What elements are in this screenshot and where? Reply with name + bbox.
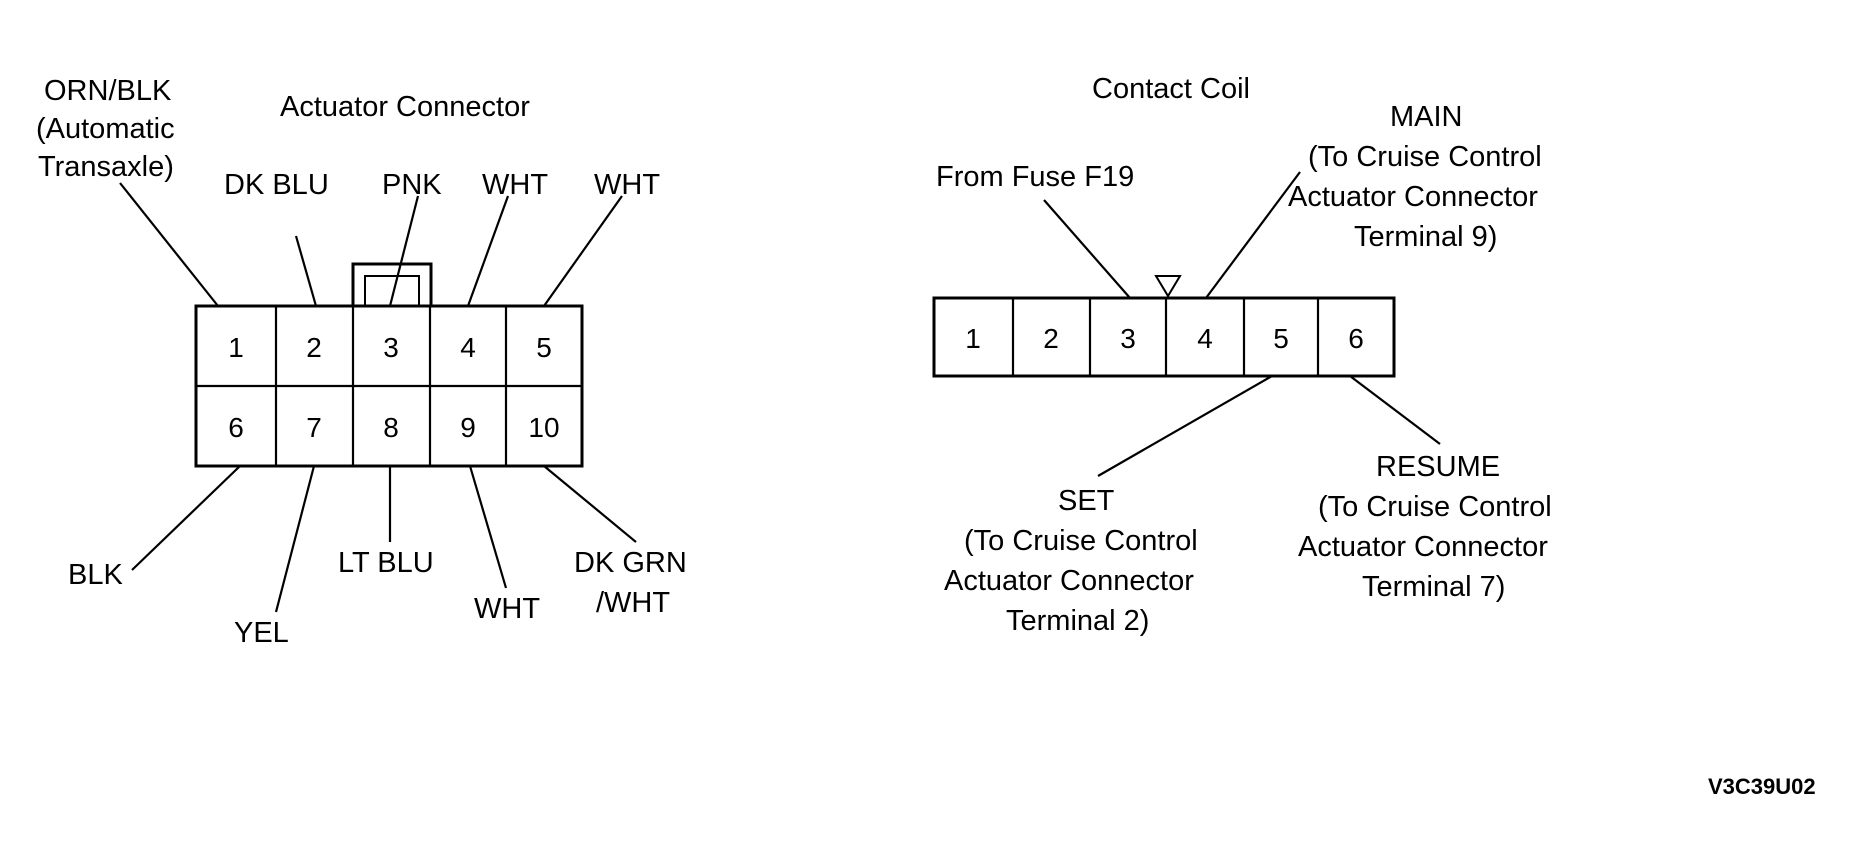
wire-label-t5: WHT — [594, 169, 660, 201]
coil-terminal-number: 2 — [1043, 323, 1059, 354]
set-label-line4: Terminal 2) — [1006, 605, 1149, 637]
coil-terminal-number: 5 — [1273, 323, 1289, 354]
main-label-line2: (To Cruise Control — [1308, 141, 1542, 173]
resume-label-line3: Actuator Connector — [1298, 531, 1548, 563]
wire-label-t10-line2: /WHT — [596, 587, 670, 619]
wire-label-t8: LT BLU — [338, 547, 434, 579]
actuator-terminal-number: 7 — [306, 412, 322, 443]
wire-label-t4: WHT — [482, 169, 548, 201]
actuator-terminal-number: 4 — [460, 332, 476, 363]
leader-line-t5 — [543, 195, 623, 307]
wire-label-t9: WHT — [474, 593, 540, 625]
resume-label-line1: RESUME — [1376, 451, 1500, 483]
leader-line-t6 — [131, 465, 241, 571]
figure-code: V3C39U02 — [1708, 774, 1816, 799]
actuator-terminal-number: 8 — [383, 412, 399, 443]
wire-label-t1-line2: (Automatic — [36, 113, 175, 145]
actuator-connector-title: Actuator Connector — [280, 91, 530, 123]
wire-label-t1-line1: ORN/BLK — [44, 75, 172, 107]
resume-label-line4: Terminal 7) — [1362, 571, 1505, 603]
wire-label-t7: YEL — [234, 617, 289, 649]
actuator-terminal-number: 5 — [536, 332, 552, 363]
actuator-connector: Actuator Connector 1 2 3 4 5 6 7 8 9 10 — [36, 75, 687, 649]
resume-label-line2: (To Cruise Control — [1318, 491, 1552, 523]
contact-coil-title: Contact Coil — [1092, 73, 1250, 105]
leader-line-t3 — [388, 195, 420, 307]
leader-line-from-fuse — [1043, 199, 1131, 299]
leader-line-set — [1097, 375, 1273, 477]
set-label-line2: (To Cruise Control — [964, 525, 1198, 557]
leader-line-main — [1205, 171, 1301, 299]
contact-coil-body — [932, 296, 1396, 378]
wire-label-t10-line1: DK GRN — [574, 547, 687, 579]
actuator-terminal-number: 2 — [306, 332, 322, 363]
actuator-terminal-number: 6 — [228, 412, 244, 443]
actuator-terminal-number: 1 — [228, 332, 244, 363]
wire-label-t3: PNK — [382, 169, 442, 201]
wire-label-t1-line3: Transaxle) — [38, 151, 174, 183]
leader-line-t7 — [274, 465, 316, 613]
wire-label-t6: BLK — [68, 559, 123, 591]
leader-line-t2 — [294, 235, 318, 307]
main-label-line4: Terminal 9) — [1354, 221, 1497, 253]
wire-label-t2: DK BLU — [224, 169, 329, 201]
coil-terminal-number: 4 — [1197, 323, 1213, 354]
main-label-line1: MAIN — [1390, 101, 1463, 133]
coil-terminal-number: 6 — [1348, 323, 1364, 354]
actuator-terminal-number: 10 — [528, 412, 559, 443]
orientation-marker-triangle — [1154, 275, 1182, 298]
set-label-line3: Actuator Connector — [944, 565, 1194, 597]
leader-line-t9 — [468, 465, 508, 589]
from-fuse-label: From Fuse F19 — [936, 161, 1134, 193]
leader-line-t10 — [543, 465, 637, 543]
contact-coil-connector: Contact Coil 1 2 3 4 5 6 From Fuse F19 M… — [932, 73, 1552, 637]
actuator-terminal-number: 9 — [460, 412, 476, 443]
actuator-terminal-number: 3 — [383, 332, 399, 363]
leader-line-t4 — [466, 195, 510, 307]
leader-line-resume — [1349, 375, 1441, 445]
coil-terminal-number: 1 — [965, 323, 981, 354]
leader-line-t1 — [119, 182, 219, 307]
main-label-line3: Actuator Connector — [1288, 181, 1538, 213]
set-label-line1: SET — [1058, 485, 1115, 517]
coil-terminal-number: 3 — [1120, 323, 1136, 354]
